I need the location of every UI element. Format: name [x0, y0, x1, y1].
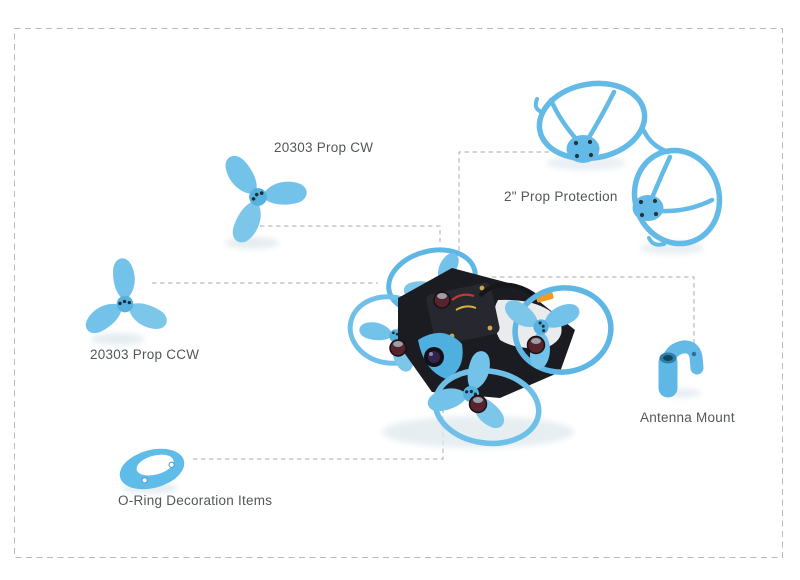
- guard-mount-plate: [566, 135, 600, 163]
- dashed-border: [14, 28, 783, 558]
- drone-wire-yellow: [455, 305, 477, 311]
- connector-oring: [193, 371, 444, 460]
- oring-illustration: [119, 448, 185, 490]
- label-prop-protection: 2" Prop Protection: [504, 189, 618, 204]
- label-antenna-mount: Antenna Mount: [640, 410, 735, 425]
- drone-illustration: [347, 239, 614, 447]
- connector-prop-cw: [260, 225, 441, 242]
- drone-battery-lead: [478, 282, 539, 299]
- drone-motors: [389, 291, 546, 414]
- label-prop-cw: 20303 Prop CW: [274, 140, 374, 155]
- drone-wire-red: [451, 293, 475, 301]
- antenna-mount-hole: [691, 351, 697, 357]
- prop-protection-illustration: [533, 80, 723, 247]
- label-oring: O-Ring Decoration Items: [118, 493, 273, 508]
- oring-hole: [141, 477, 148, 484]
- oring-hole: [168, 461, 175, 468]
- prop-ccw-illustration: [75, 254, 172, 342]
- label-prop-ccw: 20303 Prop CCW: [90, 347, 200, 362]
- antenna-mount-illustration: [658, 340, 704, 398]
- connector-prop-protection: [458, 151, 557, 256]
